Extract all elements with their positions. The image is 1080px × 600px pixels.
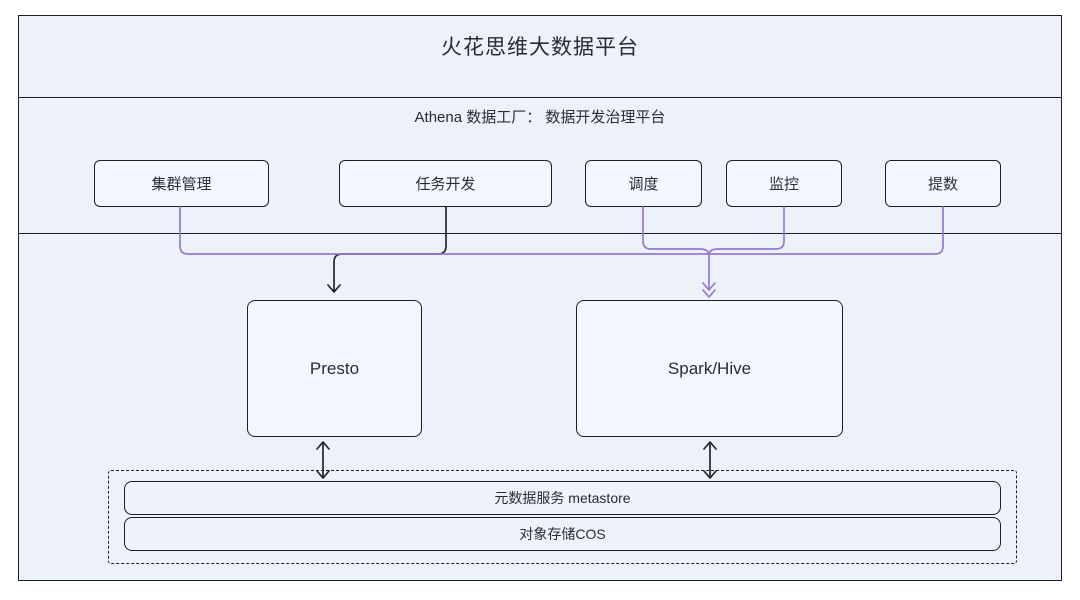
bar-metastore-service: 元数据服务 metastore	[124, 481, 1001, 515]
platform-title: 火花思维大数据平台	[441, 36, 639, 59]
node-presto: Presto	[247, 300, 422, 437]
node-scheduling: 调度	[585, 160, 702, 207]
node-task-development: 任务开发	[339, 160, 552, 207]
athena-divider-line	[18, 233, 1062, 234]
title-divider-line	[18, 97, 1062, 98]
node-data-extraction: 提数	[885, 160, 1001, 207]
node-spark-hive: Spark/Hive	[576, 300, 843, 437]
bar-object-storage-cos: 对象存储COS	[124, 517, 1001, 551]
node-monitoring: 监控	[726, 160, 842, 207]
athena-subgraph-title: Athena 数据工厂： 数据开发治理平台	[414, 109, 666, 126]
node-cluster-management: 集群管理	[94, 160, 269, 207]
storage-dashed-group	[108, 470, 1017, 564]
